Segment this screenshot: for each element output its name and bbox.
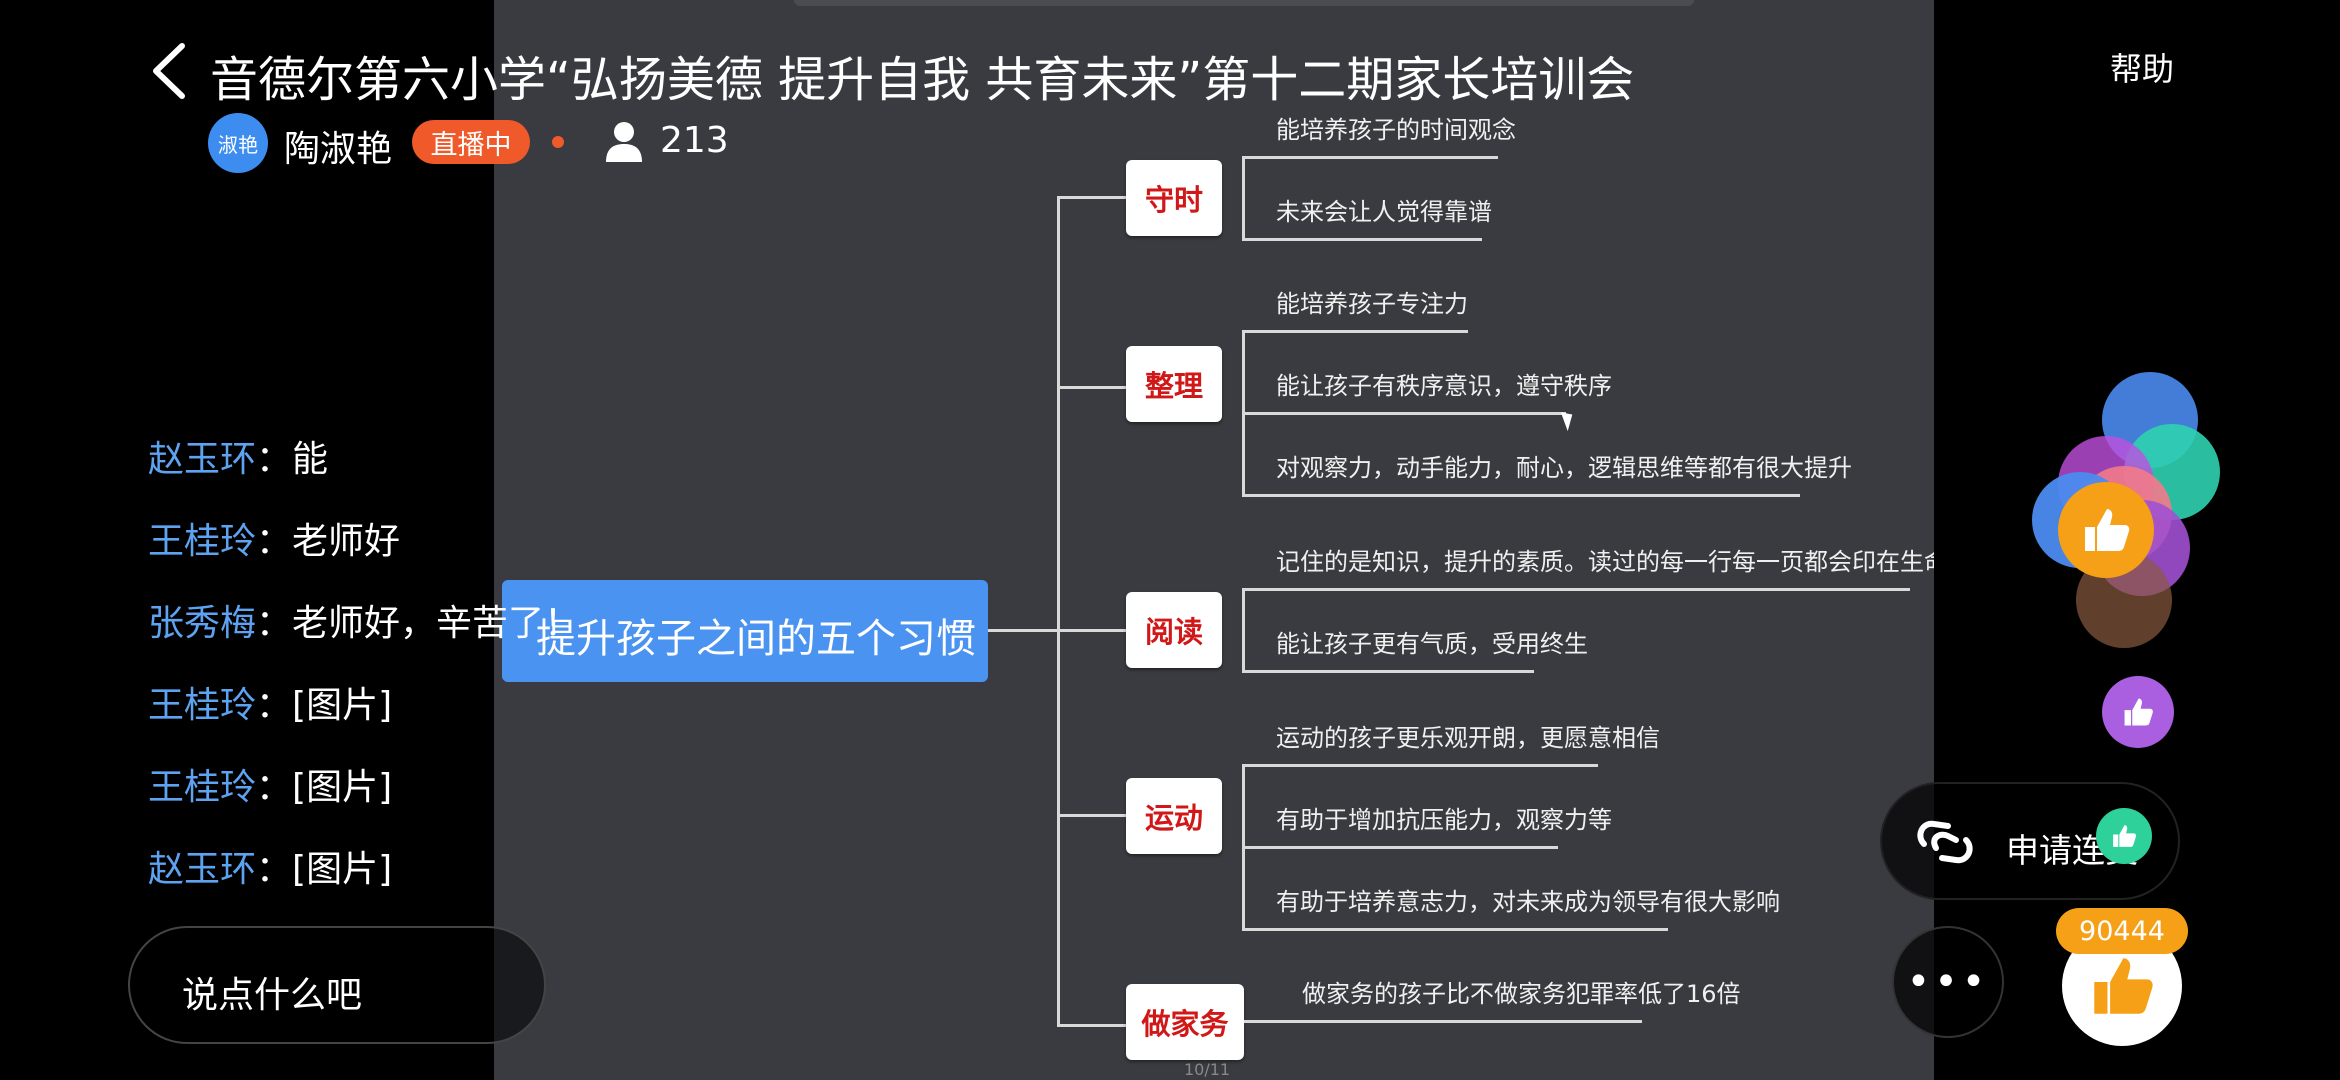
chat-separator: ： <box>256 439 293 480</box>
mouse-cursor-icon <box>1560 408 1578 432</box>
category-label: 做家务 <box>1141 1007 1229 1041</box>
mindmap-trunk <box>1057 196 1060 1026</box>
chat-username[interactable]: 赵玉环 <box>148 439 257 480</box>
category-label: 整理 <box>1144 369 1203 403</box>
slide-top-bar <box>794 0 1694 6</box>
slide-stage: 提升孩子之间的五个习惯 守时 能培养孩子的时间观念 未来会让人觉得靠谱 整理 能… <box>494 0 1934 1080</box>
floating-like-icon <box>2058 482 2154 578</box>
host-name[interactable]: 陶淑艳 <box>284 129 393 170</box>
comment-placeholder: 说点什么吧 <box>182 975 363 1016</box>
chat-message: 张秀梅：老师好，辛苦了！ <box>148 594 580 646</box>
leaf-underline <box>1242 764 1598 767</box>
chat-separator: ： <box>256 603 293 644</box>
more-options-button[interactable]: ••• <box>1892 926 2004 1038</box>
mindmap-main-connector <box>988 629 1058 632</box>
chat-username[interactable]: 张秀梅 <box>148 603 257 644</box>
chat-username[interactable]: 赵玉环 <box>148 849 257 890</box>
leaf-underline <box>1242 412 1566 415</box>
link-mic-icon <box>1917 820 1973 864</box>
chat-text[interactable]: [图片] <box>292 767 393 808</box>
chat-message: 赵玉环：能 <box>148 430 328 482</box>
leaf-text: 做家务的孩子比不做家务犯罪率低了16倍 <box>1302 980 1741 1008</box>
leaf-text: 有助于增加抗压能力，观察力等 <box>1276 806 1612 834</box>
chat-separator: ： <box>256 767 293 808</box>
chat-username[interactable]: 王桂玲 <box>148 685 257 726</box>
branch-connector <box>1057 386 1143 389</box>
mindmap-center-node: 提升孩子之间的五个习惯 <box>502 580 988 682</box>
leaf-underline <box>1242 670 1534 673</box>
chat-username[interactable]: 王桂玲 <box>148 521 257 562</box>
branch-connector <box>1057 196 1143 199</box>
category-label: 阅读 <box>1144 615 1203 649</box>
thumbs-up-icon <box>2096 808 2152 864</box>
leaf-underline <box>1242 588 1910 591</box>
host-avatar[interactable]: 淑艳 <box>208 113 268 173</box>
page-title: 音德尔第六小学“弘扬美德 提升自我 共育未来”第十二期家长培训会 <box>210 52 1635 108</box>
leaf-text: 记住的是知识，提升的素质。读过的每一行每一页都会印在生命中 <box>1276 548 1934 576</box>
thumbs-up-icon <box>2102 676 2174 748</box>
leaf-underline <box>1242 846 1558 849</box>
follow-dot-icon[interactable] <box>552 136 564 148</box>
leaf-text: 未来会让人觉得靠谱 <box>1276 198 1492 226</box>
leaf-text: 对观察力，动手能力，耐心，逻辑思维等都有很大提升 <box>1276 454 1852 482</box>
back-arrow-icon[interactable] <box>148 42 190 100</box>
viewer-person-icon <box>606 122 642 162</box>
leaf-text: 能培养孩子专注力 <box>1276 290 1468 318</box>
chat-username[interactable]: 王桂玲 <box>148 767 257 808</box>
leaf-underline <box>1242 494 1800 497</box>
leaf-underline <box>1242 928 1668 931</box>
live-status-badge: 直播中 <box>412 120 530 164</box>
chat-separator: ： <box>256 685 293 726</box>
category-label: 守时 <box>1144 183 1203 217</box>
chat-text: 老师好，辛苦了！ <box>292 603 581 644</box>
live-badge-label: 直播中 <box>430 129 512 161</box>
leaf-underline <box>1242 330 1468 333</box>
leaf-underline <box>1242 238 1482 241</box>
sub-connector <box>1242 588 1245 672</box>
comment-input[interactable]: 说点什么吧 <box>128 926 546 1044</box>
chat-text: 能 <box>292 439 329 480</box>
center-node-label: 提升孩子之间的五个习惯 <box>536 616 976 662</box>
slide-page-indicator: 10/11 <box>1184 1060 1231 1079</box>
leaf-underline <box>1242 156 1498 159</box>
category-label: 运动 <box>1144 801 1203 835</box>
branch-connector <box>1057 1024 1143 1027</box>
chat-separator: ： <box>256 521 293 562</box>
help-button[interactable]: 帮助 <box>2110 50 2175 88</box>
leaf-text: 能让孩子有秩序意识，遵守秩序 <box>1276 372 1612 400</box>
category-node: 做家务 <box>1126 984 1244 1060</box>
chat-text[interactable]: [图片] <box>292 685 393 726</box>
leaf-text: 运动的孩子更乐观开朗，更愿意相信 <box>1276 724 1660 752</box>
category-node: 运动 <box>1126 778 1222 854</box>
chat-message: 王桂玲：老师好 <box>148 512 400 564</box>
sub-connector <box>1242 156 1245 238</box>
like-count-badge: 90444 <box>2056 908 2188 954</box>
ellipsis-icon: ••• <box>1906 959 1990 1005</box>
avatar-text: 淑艳 <box>218 132 258 157</box>
chat-message: 赵玉环：[图片] <box>148 840 392 892</box>
viewer-count: 213 <box>660 120 729 161</box>
leaf-text: 能培养孩子的时间观念 <box>1276 116 1516 144</box>
leaf-text: 能让孩子更有气质，受用终生 <box>1276 630 1588 658</box>
category-node: 整理 <box>1126 346 1222 422</box>
chat-separator: ： <box>256 849 293 890</box>
chat-message: 王桂玲：[图片] <box>148 676 392 728</box>
branch-connector <box>1057 814 1143 817</box>
chat-message: 王桂玲：[图片] <box>148 758 392 810</box>
category-node: 守时 <box>1126 160 1222 236</box>
category-node: 阅读 <box>1126 592 1222 668</box>
chat-text[interactable]: [图片] <box>292 849 393 890</box>
leaf-underline <box>1244 1020 1642 1023</box>
branch-connector <box>1057 629 1143 632</box>
thumbs-up-icon <box>2094 958 2153 1014</box>
leaf-text: 有助于培养意志力，对未来成为领导有很大影响 <box>1276 888 1780 916</box>
chat-text: 老师好 <box>292 521 401 562</box>
